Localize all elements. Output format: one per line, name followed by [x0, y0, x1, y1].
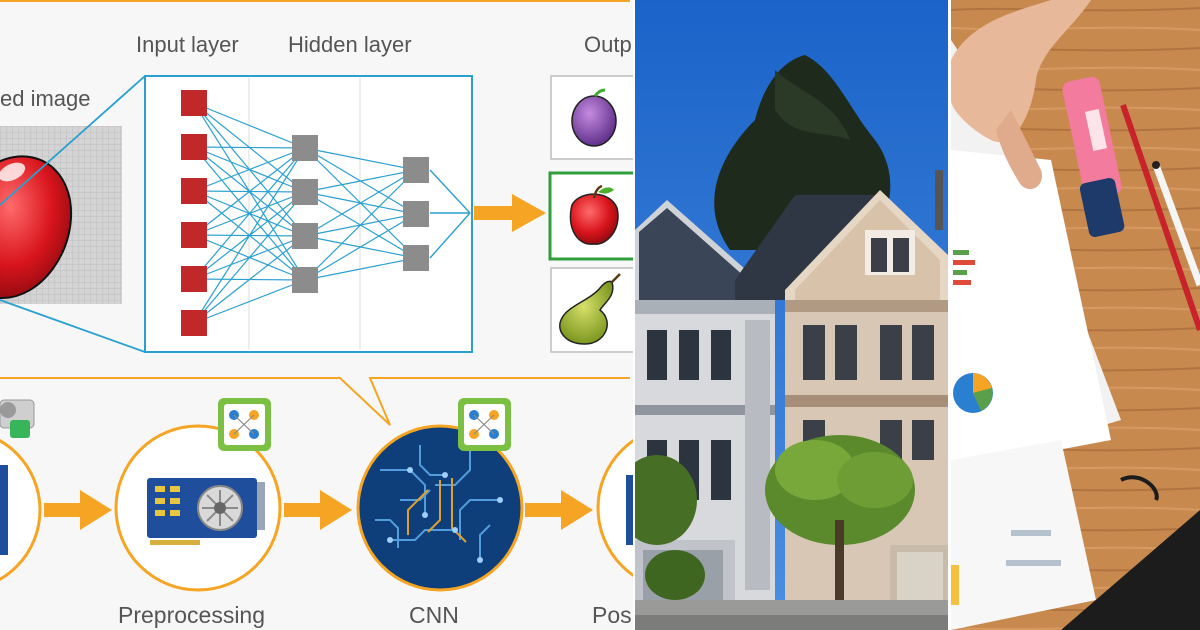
panel-divider-2	[948, 0, 951, 630]
output-layer-label: Outp	[584, 32, 632, 57]
pipeline-arrow-3	[525, 490, 593, 530]
zoom-line-bottom	[0, 299, 146, 353]
input-node	[181, 266, 207, 292]
network-edge	[193, 147, 306, 192]
panel-divider	[633, 0, 635, 630]
network-edge	[193, 279, 306, 324]
input-node	[181, 222, 207, 248]
post-label: Pos	[592, 602, 632, 628]
network-badge-icon-cnn	[458, 398, 511, 451]
cnn-diagram	[0, 0, 633, 592]
input-layer-label: Input layer	[136, 32, 239, 57]
network-edge	[304, 169, 417, 237]
preprocessing-label: Preprocessing	[118, 602, 266, 628]
bar-chart-graphic	[953, 250, 975, 285]
pipeline-arrow-2	[284, 490, 352, 530]
hidden2-node	[403, 245, 429, 271]
network-edge	[304, 169, 417, 193]
stage-preprocessing	[114, 424, 282, 592]
hidden2-node	[403, 201, 429, 227]
callout-line	[0, 377, 630, 426]
bush-left	[635, 455, 697, 545]
input-image	[0, 126, 122, 304]
input-node	[181, 134, 207, 160]
desk-documents-photo	[951, 0, 1200, 630]
network-edge	[193, 146, 306, 149]
hidden1-node	[292, 223, 318, 249]
stage-post-partial	[596, 439, 633, 577]
network-nodes	[181, 90, 429, 336]
output-pear	[550, 267, 633, 353]
network-edge	[304, 257, 417, 281]
network-edge	[304, 169, 417, 281]
hidden1-node	[292, 135, 318, 161]
network-edge	[304, 213, 417, 281]
hidden2-node	[403, 157, 429, 183]
hidden1-node	[292, 179, 318, 205]
network-badge-icon	[218, 398, 271, 451]
victorian-houses-photo	[635, 0, 948, 630]
zoom-line-top	[0, 75, 146, 206]
network-edge	[304, 147, 417, 171]
bush-left-low	[645, 550, 705, 600]
network-edges	[193, 102, 417, 324]
pink-highlighter	[1062, 76, 1125, 238]
cnn-diagram-panel: Input layer Hidden layer Outp ed image P…	[0, 0, 633, 630]
output-apple	[548, 171, 633, 261]
network-edge	[193, 235, 306, 324]
network-edge	[193, 102, 306, 149]
arrow-to-output	[474, 194, 546, 232]
network-edge	[193, 147, 306, 236]
input-image-label: ed image	[0, 86, 91, 111]
stage-cnn	[356, 424, 524, 592]
stage-input-partial	[0, 399, 42, 582]
pipeline-arrow-1	[44, 490, 112, 530]
hidden1-node	[292, 267, 318, 293]
input-node	[181, 310, 207, 336]
white-pen	[1152, 163, 1200, 287]
black-folder	[1061, 510, 1200, 630]
red-pencil	[1120, 104, 1200, 331]
cnn-label: CNN	[409, 602, 459, 628]
input-node	[181, 90, 207, 116]
network-edge	[193, 147, 306, 324]
hand	[951, 0, 1091, 190]
output-plum	[550, 75, 633, 160]
street-tree	[765, 435, 915, 610]
input-node	[181, 178, 207, 204]
hidden-layer-label: Hidden layer	[288, 32, 412, 57]
pie-chart-graphic	[953, 373, 993, 413]
network-edge	[193, 191, 306, 324]
network-edge	[193, 147, 306, 280]
